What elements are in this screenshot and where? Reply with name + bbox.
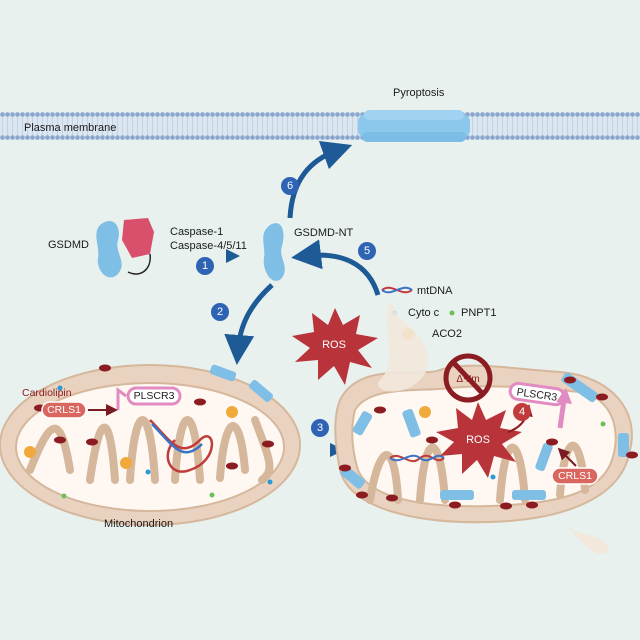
plscr3-left-badge: PLSCR3 xyxy=(126,386,182,406)
caspase-1-label: Caspase-1 xyxy=(170,226,223,238)
mtdna-icon xyxy=(149,419,214,473)
cardiolipin-label: Cardiolipin xyxy=(22,387,72,399)
cardiolipin-icon xyxy=(34,364,274,470)
step-3-badge: 3 xyxy=(311,419,329,437)
aco2-label: ACO2 xyxy=(432,328,462,340)
pnpt1-label: PNPT1 xyxy=(461,307,496,319)
step-6-badge: 6 xyxy=(281,177,299,195)
gsdmd-nt-protein-icon xyxy=(263,223,285,281)
crls1-right-badge: CRLS1 xyxy=(551,467,599,485)
svg-text:2: 2 xyxy=(217,306,223,318)
gsdmd-nt-label: GSDMD-NT xyxy=(294,227,354,239)
pyroptosis-label: Pyroptosis xyxy=(393,87,445,99)
svg-text:CRLS1: CRLS1 xyxy=(47,404,81,416)
step5-arrow xyxy=(291,239,381,296)
ros-burst-inner-icon: ROS xyxy=(436,402,522,478)
svg-text:CRLS1: CRLS1 xyxy=(558,470,592,482)
pnpt1-icon xyxy=(449,310,455,316)
membrane-potential-loss-icon: ΔΨm xyxy=(443,353,493,403)
svg-text:6: 6 xyxy=(287,180,293,192)
plasma-membrane-label: Plasma membrane xyxy=(24,122,116,134)
svg-text:PLSCR3: PLSCR3 xyxy=(516,386,558,404)
svg-text:ROS: ROS xyxy=(466,434,490,446)
gsdmd-pore xyxy=(358,110,470,142)
gsdmd-label: GSDMD xyxy=(48,239,89,251)
step2-arrow xyxy=(224,283,274,365)
svg-text:3: 3 xyxy=(317,422,323,434)
step-1-badge: 1 xyxy=(196,257,214,275)
svg-text:PLSCR3: PLSCR3 xyxy=(134,390,175,402)
step-4-badge: 4 xyxy=(513,403,531,421)
plasma-membrane xyxy=(0,112,640,140)
step-5-badge: 5 xyxy=(358,242,376,260)
ros-burst-icon: ROS xyxy=(292,308,378,385)
step-2-badge: 2 xyxy=(211,303,229,321)
cyto-c-label: Cyto c xyxy=(408,307,440,319)
mitochondrion-label: Mitochondrion xyxy=(104,518,173,530)
svg-text:ROS: ROS xyxy=(322,339,346,351)
crls1-left-badge: CRLS1 xyxy=(41,401,87,419)
caspase-4-5-11-label: Caspase-4/5/11 xyxy=(170,240,247,252)
svg-text:5: 5 xyxy=(364,245,370,257)
gsdmd-protein-icon xyxy=(96,218,154,278)
svg-text:4: 4 xyxy=(519,406,525,418)
mtdna-label: mtDNA xyxy=(417,285,453,297)
delta-psi-label: ΔΨm xyxy=(456,374,479,385)
step1-arrow xyxy=(226,249,240,263)
svg-text:1: 1 xyxy=(202,260,208,272)
step6-arrow xyxy=(287,140,353,219)
